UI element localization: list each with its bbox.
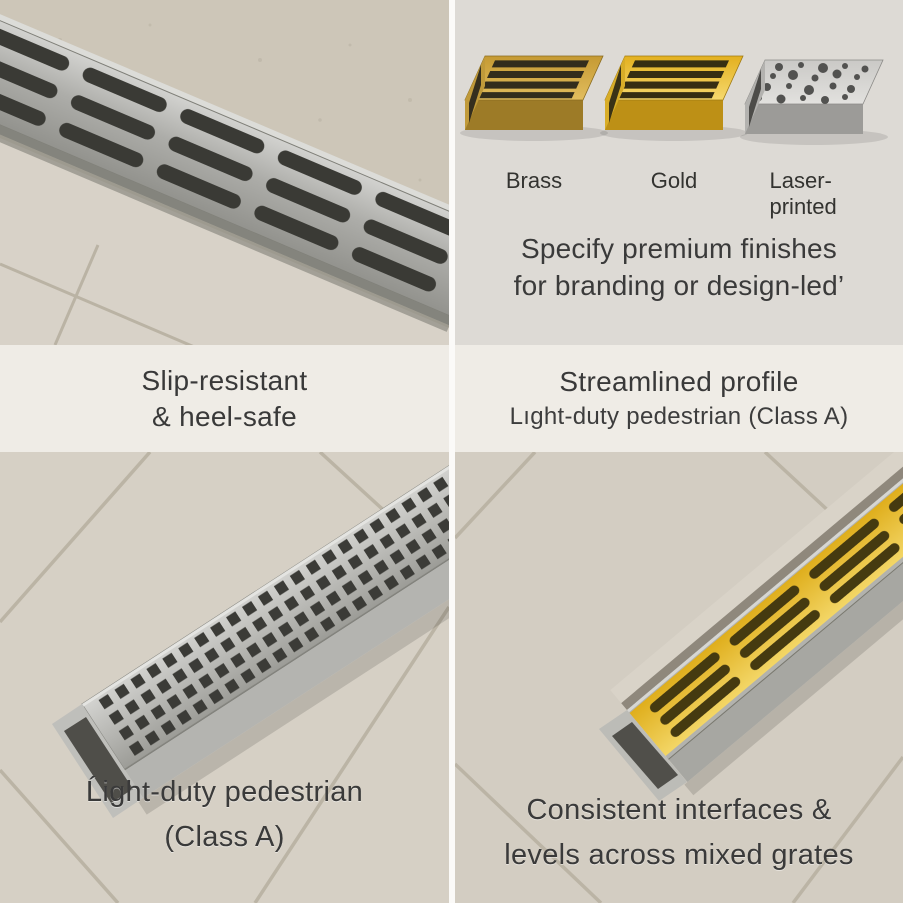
caption-light-duty-line2: (Class A) — [164, 821, 285, 853]
finish-label-brass: Brass — [505, 168, 563, 193]
band-left-line1: Slip-resistant — [141, 364, 308, 396]
finish-label-gold: Gold — [650, 168, 698, 193]
gold-grate-channel-illustration — [455, 452, 903, 903]
band-right-subtitle: Lıght-duty pedestrian (Class A) — [509, 402, 849, 430]
photo-steel-grate-installed — [0, 0, 449, 345]
caption-light-duty: Ĺight-duty pedestrian (Class A) — [0, 770, 449, 860]
band-streamlined-profile: Streamlined profile Lıght-duty pedestria… — [455, 345, 903, 452]
caption-light-duty-line1: Ĺight-duty pedestrian — [85, 776, 364, 808]
band-left-line2: & heel-safe — [152, 400, 297, 432]
caption-consistent-line1: Consistent interfaces & — [526, 794, 832, 826]
caption-consistent-interfaces: Consistent interfaces & levels across mi… — [455, 788, 903, 878]
finish-samples-illustration — [455, 0, 903, 345]
finish-label-laser-printed: Laser-printed — [769, 168, 837, 219]
band-right-title: Streamlined profile — [559, 365, 799, 397]
finishes-caption-line1: Specify premium finishes — [520, 233, 838, 264]
photo-gold-grate-channel: Consistent interfaces & levels across mi… — [455, 452, 903, 903]
panel-premium-finishes: Brass Gold Laser-printed Specify premium… — [455, 0, 903, 345]
laser-printed-sample — [744, 59, 884, 134]
brass-sample — [464, 55, 604, 130]
photo-square-perforated-channel: Ĺight-duty pedestrian (Class A) — [0, 452, 449, 903]
finishes-caption-line2: for branding or design-led’ — [513, 270, 845, 301]
band-slip-resistant: Slip-resistant & heel-safe — [0, 345, 449, 452]
steel-grate-illustration — [0, 0, 449, 345]
square-grate-channel-illustration — [0, 452, 449, 903]
caption-consistent-line2: levels across mixed grates — [504, 839, 854, 871]
gold-sample — [604, 55, 744, 130]
finishes-caption: Specify premium finishes for branding or… — [455, 230, 903, 304]
